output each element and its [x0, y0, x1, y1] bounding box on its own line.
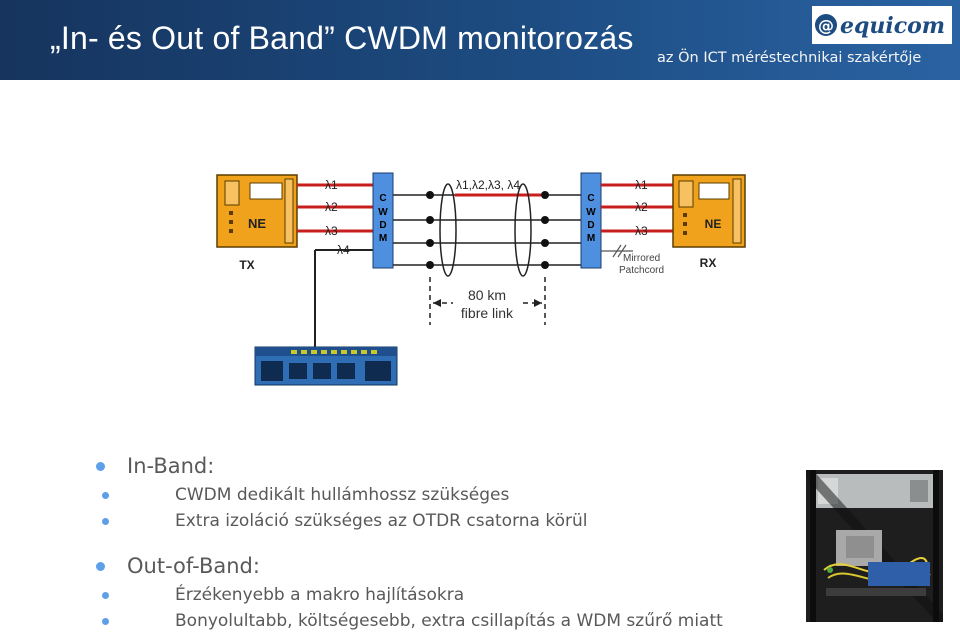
equicom-logo: @ equicom — [812, 6, 952, 44]
patchcord-label: Patchcord — [619, 265, 664, 276]
fibre-link-label: fibre link — [461, 305, 514, 321]
tx-label: TX — [239, 258, 254, 272]
rx-label: RX — [700, 256, 717, 270]
lambda-combined-label: λ1,λ2,λ3, λ4 — [456, 178, 520, 192]
cwdm-letter: W — [586, 207, 596, 218]
sub-bullet: Bonyolultabb, költségesebb, extra csilla… — [102, 611, 723, 631]
tx-ne-box: NE — [216, 174, 298, 248]
cwdm-demux-right: C W D M — [580, 172, 602, 269]
rx-wavelength-lines — [601, 183, 673, 233]
svg-text:@: @ — [818, 16, 834, 35]
cable-bundle-ellipses — [439, 183, 532, 277]
rx-ne-box: NE — [672, 174, 746, 248]
lambda-label: λ2 — [325, 200, 338, 214]
distance-label: 80 km — [468, 287, 506, 303]
cwdm-letter: C — [587, 193, 594, 204]
lambda-label: λ1 — [325, 178, 338, 192]
lambda-label: λ3 — [325, 224, 338, 238]
lambda-label: λ3 — [635, 224, 648, 238]
page-title: „In- és Out of Band” CWDM monitorozás — [50, 20, 634, 56]
bullet-dot — [102, 592, 109, 599]
mirrored-label: Mirrored — [623, 253, 660, 264]
rx-ne-label: NE — [705, 217, 722, 231]
sub-bullet: Érzékenyebb a makro hajlításokra — [102, 585, 464, 605]
bullet-in-band: In-Band: — [96, 454, 214, 478]
sub-bullet: CWDM dedikált hullámhossz szükséges — [102, 485, 509, 505]
tx-wavelength-lines — [297, 183, 373, 233]
cwdm-letter: D — [379, 220, 386, 231]
lambda-label: λ4 — [337, 243, 350, 257]
tagline: az Ön ICT méréstechnikai szakértője — [657, 50, 922, 66]
distance-marker — [429, 277, 546, 325]
lambda-label: λ2 — [635, 200, 648, 214]
bullet-dot — [102, 492, 109, 499]
cwdm-diagram: NE TX λ1 λ2 λ3 λ4 C W D M λ1,λ2,λ3, λ4 — [216, 172, 746, 386]
header-bar: „In- és Out of Band” CWDM monitorozás @ … — [0, 0, 960, 80]
fibre-link-lines — [393, 193, 581, 266]
mirrored-patchcord-mark — [601, 244, 633, 258]
tx-ne-label: NE — [248, 216, 266, 231]
connector-dots — [426, 191, 549, 269]
logo-text: equicom — [840, 13, 945, 39]
monitoring-device — [254, 346, 398, 386]
sub-bullet: Extra izoláció szükséges az OTDR csatorn… — [102, 511, 587, 531]
cwdm-mux-left: C W D M — [372, 172, 394, 269]
bullet-dot — [96, 562, 105, 571]
bullet-dot — [102, 518, 109, 525]
cwdm-letter: D — [587, 220, 594, 231]
cwdm-letter: M — [587, 233, 595, 244]
cwdm-letter: W — [378, 207, 388, 218]
bullet-dot — [102, 618, 109, 625]
rack-photo — [806, 470, 943, 622]
lambda-label: λ1 — [635, 178, 648, 192]
cwdm-letter: M — [379, 233, 387, 244]
bullet-dot — [96, 462, 105, 471]
cwdm-letter: C — [379, 193, 386, 204]
bullet-out-of-band: Out-of-Band: — [96, 554, 260, 578]
